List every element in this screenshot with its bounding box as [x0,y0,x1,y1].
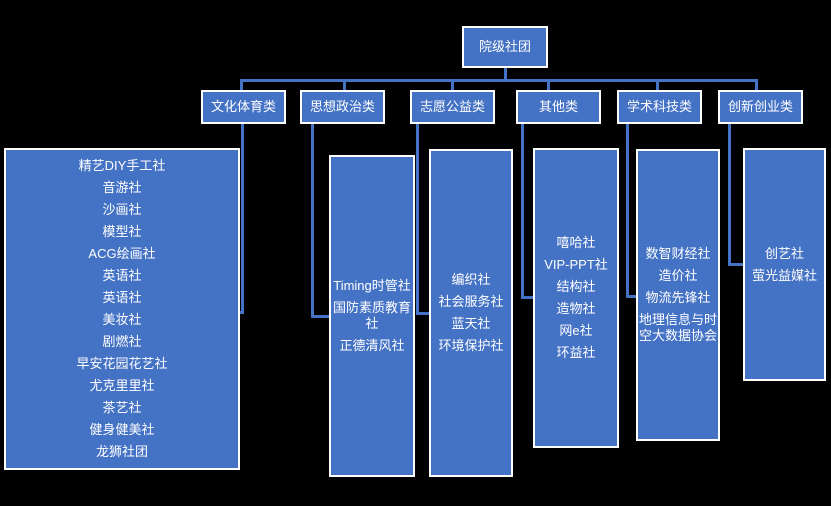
club-item: 英语社 [102,290,142,305]
club-item: 蓝天社 [451,316,491,331]
club-item: 结构社 [556,279,596,294]
category-label: 文化体育类 [210,99,276,114]
club-list-innovation: 创艺社 萤光益媒社 [743,148,826,381]
category-label: 志愿公益类 [419,99,485,114]
club-item: 萤光益媒社 [751,267,817,283]
connector-elbow-ideology-politics-h [311,315,329,318]
club-item: 编织社 [451,272,491,287]
club-item: 模型社 [102,224,142,239]
category-label: 其他类 [538,99,578,114]
connector-stub-innovation [755,82,758,90]
connector-elbow-culture-sports-h [236,311,244,314]
connector-elbow-innovation-h [728,263,744,266]
club-item: ACG绘画社 [88,246,156,261]
club-item: 造价社 [658,268,698,283]
connector-elbow-culture-sports-v [241,124,244,314]
club-item: VIP-PPT社 [544,257,608,272]
root-node: 院级社团 [462,26,548,68]
category-academic-tech: 学术科技类 [617,90,702,124]
connector-stub-academic-tech [656,82,659,90]
connector-stub-ideology-politics [343,82,346,90]
club-item: 环境保护社 [438,338,504,353]
connector-root-stub [504,68,507,79]
club-item: 尤克里里社 [89,378,155,393]
club-item: 造物社 [556,301,596,316]
connector-elbow-volunteer-welfare-v [416,124,419,315]
category-innovation: 创新创业类 [718,90,803,124]
club-item: 数智财经社 [645,246,711,261]
club-item: 沙画社 [102,202,142,217]
connector-elbow-academic-tech-h [626,295,637,298]
club-item: 英语社 [102,268,142,283]
club-list-academic-tech: 数智财经社 造价社 物流先锋社 地理信息与时空大数据协会 [636,149,720,441]
category-culture-sports: 文化体育类 [201,90,286,124]
club-item: 物流先锋社 [645,290,711,305]
connector-elbow-volunteer-welfare-h [416,312,429,315]
club-list-volunteer-welfare: 编织社 社会服务社 蓝天社 环境保护社 [429,149,513,477]
club-item: 环益社 [556,345,596,360]
club-item: 正德清风社 [339,338,405,353]
category-others: 其他类 [516,90,601,124]
club-list-others: 嘻哈社 VIP-PPT社 结构社 造物社 网e社 环益社 [533,148,619,448]
category-ideology-politics: 思想政治类 [300,90,385,124]
connector-horizontal-rail [240,79,758,82]
connector-elbow-academic-tech-v [626,124,629,298]
connector-elbow-innovation-v [728,124,731,266]
club-item: 美妆社 [102,312,142,327]
club-item: 精艺DIY手工社 [78,158,166,173]
category-label: 思想政治类 [309,99,375,114]
club-item: Timing时管社 [333,278,411,293]
club-list-culture-sports: 精艺DIY手工社 音游社 沙画社 模型社 ACG绘画社 英语社 英语社 美妆社 … [4,148,240,470]
connector-elbow-others-v [521,124,524,299]
category-label: 学术科技类 [626,99,692,114]
club-item: 地理信息与时空大数据协会 [639,312,718,343]
category-label: 创新创业类 [727,99,793,114]
club-item: 创艺社 [764,245,804,261]
connector-elbow-others-h [521,296,533,299]
club-item: 健身健美社 [89,422,155,437]
category-volunteer-welfare: 志愿公益类 [410,90,495,124]
connector-elbow-ideology-politics-v [311,124,314,318]
club-list-ideology-politics: Timing时管社 国防素质教育社 正德清风社 [329,155,415,477]
club-item: 国防素质教育社 [332,300,411,331]
club-item: 茶艺社 [102,400,142,415]
club-item: 网e社 [559,323,593,338]
connector-stub-culture-sports [240,82,243,90]
club-item: 社会服务社 [438,294,504,309]
club-item: 早安花园花艺社 [76,356,168,371]
connector-stub-others [547,82,550,90]
connector-stub-volunteer-welfare [451,82,454,90]
club-item: 龙狮社团 [95,444,148,459]
club-item: 剧燃社 [102,334,142,349]
club-item: 嘻哈社 [556,235,596,250]
root-label: 院级社团 [478,39,531,54]
club-item: 音游社 [102,180,142,195]
